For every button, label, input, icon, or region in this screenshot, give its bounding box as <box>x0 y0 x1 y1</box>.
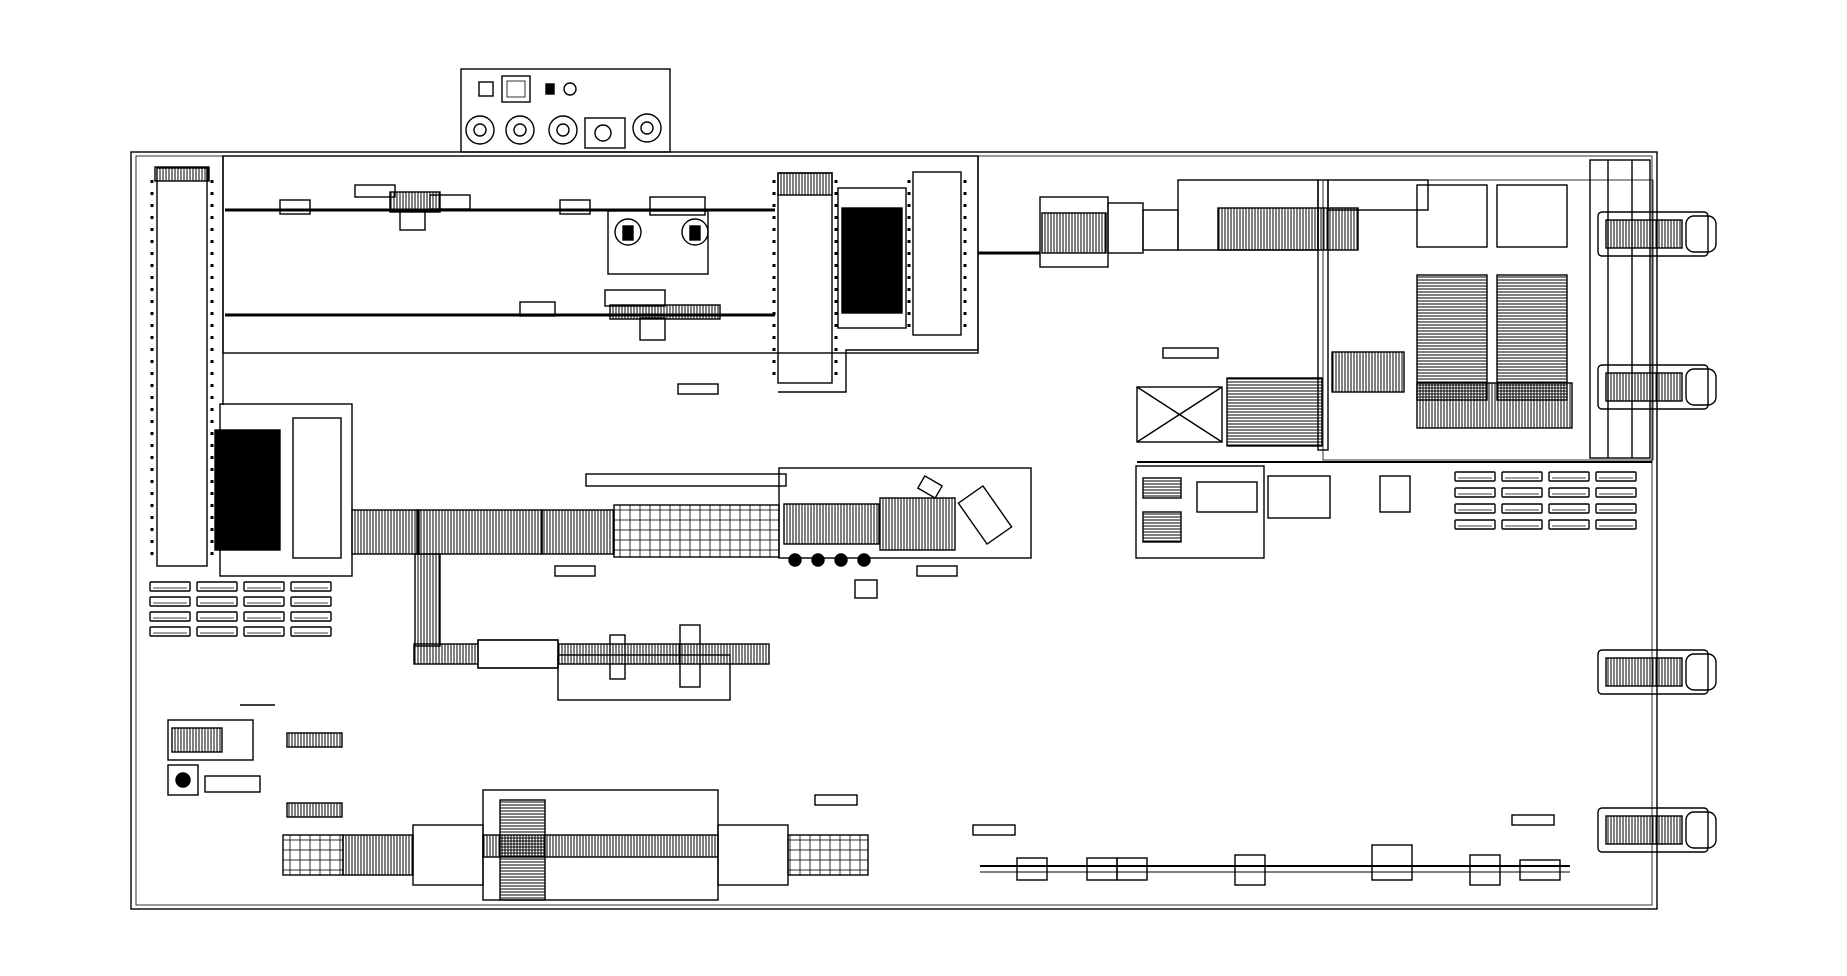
storage-racks-upper <box>772 156 979 393</box>
pallet-group-left <box>149 581 332 637</box>
office-and-storage-right <box>1135 461 1652 559</box>
vertical-conveyor-left <box>150 166 214 567</box>
legend-symbols <box>465 75 662 149</box>
lower-machine-line <box>167 704 1555 901</box>
packing-line-upper-right <box>978 159 1654 461</box>
main-production-line <box>214 403 1032 701</box>
assembly-line-bottom <box>980 844 1570 886</box>
